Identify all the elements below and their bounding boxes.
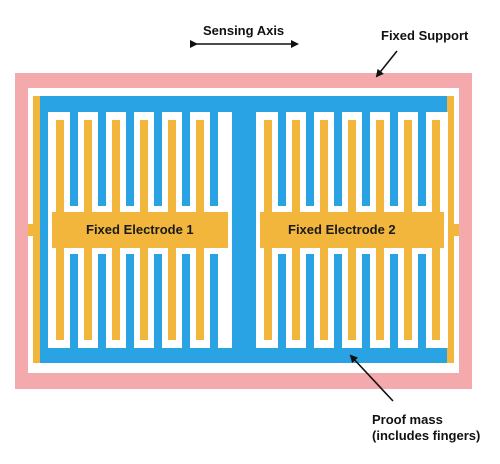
electrode-2-finger-bottom	[292, 248, 300, 340]
electrode-1-finger-top	[168, 120, 176, 212]
proof-mass-finger-top	[126, 112, 134, 206]
proof-mass-finger-bottom	[210, 254, 218, 348]
proof-mass-finger-bottom	[154, 254, 162, 348]
fixed-support-label: Fixed Support	[381, 28, 469, 43]
proof-mass-finger-top	[362, 112, 370, 206]
fixed-support-pointer	[375, 50, 398, 78]
electrode-2-finger-top	[264, 120, 272, 212]
proof-mass-label: Proof mass (includes fingers)	[372, 412, 480, 444]
electrode-2-finger-bottom	[264, 248, 272, 340]
proof-mass-pointer	[349, 354, 394, 402]
electrode-2-finger-bottom	[404, 248, 412, 340]
proof-mass-finger-top	[390, 112, 398, 206]
electrode-1-finger-bottom	[168, 248, 176, 340]
electrode-1-finger-top	[140, 120, 148, 212]
proof-mass-finger-top	[278, 112, 286, 206]
electrode-2-finger-bottom	[320, 248, 328, 340]
electrode-2-finger-bottom	[348, 248, 356, 340]
proof-mass-label-line2: (includes fingers)	[372, 428, 481, 443]
proof-mass-finger-bottom	[418, 254, 426, 348]
electrode-2-spine	[260, 212, 444, 248]
proof-mass-finger-top	[210, 112, 218, 206]
proof-mass-finger-top	[334, 112, 342, 206]
proof-mass-finger-bottom	[362, 254, 370, 348]
proof-mass-finger-bottom	[390, 254, 398, 348]
proof-mass-finger-bottom	[126, 254, 134, 348]
electrode-1-finger-bottom	[112, 248, 120, 340]
electrode-2-finger-top	[404, 120, 412, 212]
electrode-2-finger-bottom	[376, 248, 384, 340]
proof-mass-finger-bottom	[182, 254, 190, 348]
sensing-axis-label: Sensing Axis	[203, 23, 285, 38]
left-anchor-tab	[28, 224, 40, 236]
electrode-1-finger-bottom	[196, 248, 204, 340]
proof-mass-finger-bottom	[334, 254, 342, 348]
right-anchor-tab	[447, 224, 459, 236]
electrode-2-finger-top	[376, 120, 384, 212]
electrode-1-spine	[52, 212, 228, 248]
proof-mass-finger-top	[418, 112, 426, 206]
electrode-1-finger-top	[196, 120, 204, 212]
proof-mass-finger-top	[182, 112, 190, 206]
proof-mass-finger-top	[98, 112, 106, 206]
proof-mass-finger-bottom	[278, 254, 286, 348]
electrode-2-finger-top	[292, 120, 300, 212]
proof-mass-finger-bottom	[70, 254, 78, 348]
fixed-electrode-2-label: Fixed Electrode 2	[288, 222, 396, 237]
proof-mass-finger-top	[70, 112, 78, 206]
electrode-1-finger-top	[84, 120, 92, 212]
electrode-1-finger-bottom	[84, 248, 92, 340]
fixed-electrode-1-label: Fixed Electrode 1	[86, 222, 194, 237]
electrode-1-finger-bottom	[56, 248, 64, 340]
proof-mass-label-line1: Proof mass	[372, 412, 443, 427]
proof-mass-finger-top	[154, 112, 162, 206]
electrode-2-finger-bottom	[432, 248, 440, 340]
electrode-1-finger-bottom	[140, 248, 148, 340]
proof-mass-finger-bottom	[98, 254, 106, 348]
proof-mass-finger-bottom	[306, 254, 314, 348]
electrode-1-finger-top	[112, 120, 120, 212]
electrode-2-finger-top	[432, 120, 440, 212]
electrode-1-finger-top	[56, 120, 64, 212]
electrode-2-finger-top	[320, 120, 328, 212]
electrode-2-finger-top	[348, 120, 356, 212]
proof-mass-finger-top	[306, 112, 314, 206]
